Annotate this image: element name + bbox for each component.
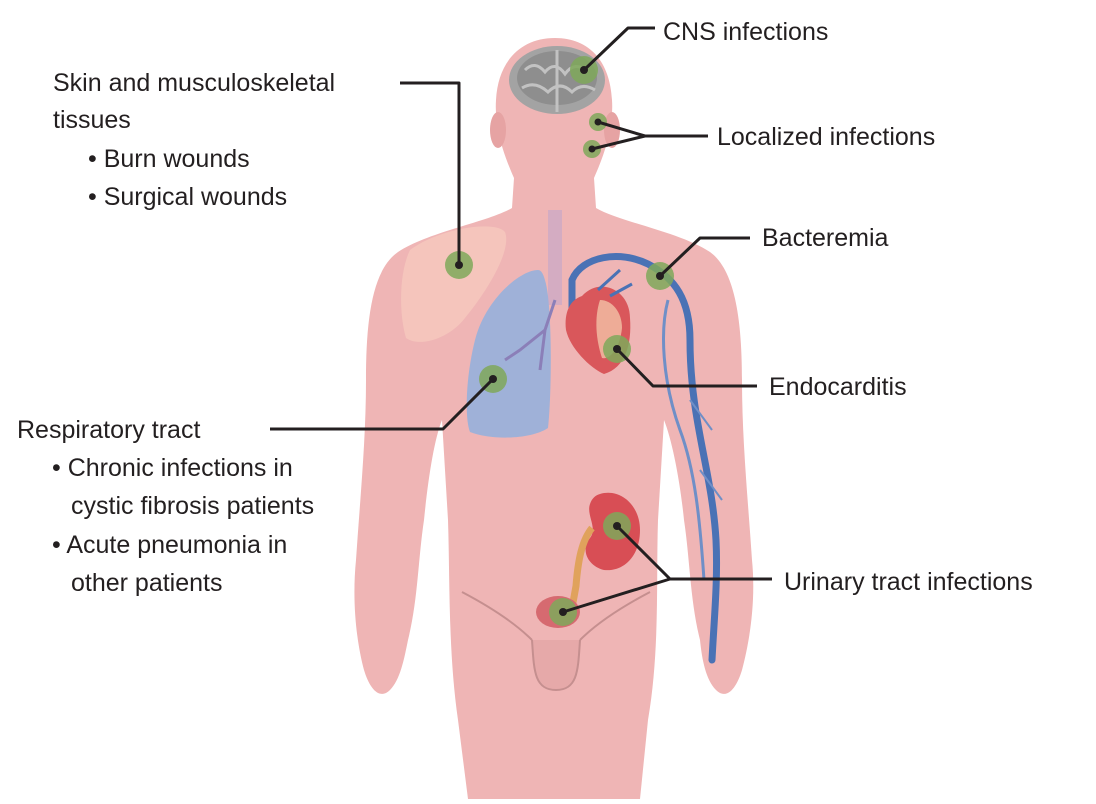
leader-respiratory <box>270 377 495 431</box>
label-respiratory-bullet-1a: • Chronic infections in <box>52 454 293 482</box>
lung-icon <box>466 270 557 438</box>
leader-cns <box>582 26 655 72</box>
label-skin-bullet-burn: • Burn wounds <box>88 145 250 173</box>
label-skin-line1: Skin and musculoskeletal <box>53 69 335 97</box>
label-localized: Localized infections <box>717 123 935 151</box>
leader-skin <box>400 81 461 265</box>
label-respiratory-title: Respiratory tract <box>17 416 200 444</box>
label-bacteremia: Bacteremia <box>762 224 889 252</box>
label-respiratory-bullet-1b: cystic fibrosis patients <box>71 492 314 520</box>
labels: CNS infections Localized infections Bact… <box>17 18 1033 597</box>
leader-localized-2 <box>591 134 646 151</box>
vein-icon <box>568 253 723 664</box>
leader-endocarditis <box>615 347 757 388</box>
leader-bladder <box>562 577 671 614</box>
leader-lines <box>270 26 772 614</box>
label-endocarditis: Endocarditis <box>769 373 907 401</box>
label-skin-line2: tissues <box>53 106 131 134</box>
body-silhouette <box>354 38 754 799</box>
label-respiratory-bullet-2a: • Acute pneumonia in <box>52 531 287 559</box>
label-cns: CNS infections <box>663 18 828 46</box>
label-urinary: Urinary tract infections <box>784 568 1033 596</box>
label-skin-bullet-surgical: • Surgical wounds <box>88 183 287 211</box>
leader-bacteremia <box>658 236 750 278</box>
label-respiratory-bullet-2b: other patients <box>71 569 223 597</box>
